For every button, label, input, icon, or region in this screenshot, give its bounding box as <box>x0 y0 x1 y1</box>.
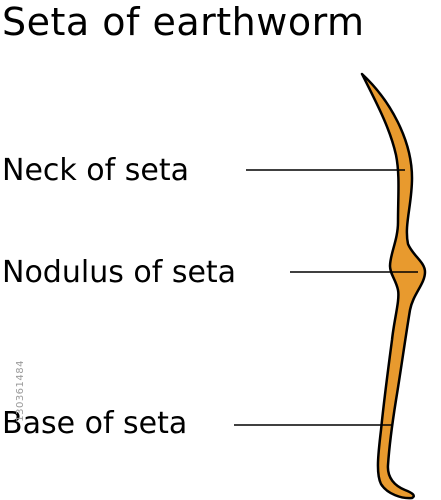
watermark-id: 130361484 <box>15 360 26 422</box>
label-neck-of-seta: Neck of seta <box>2 153 189 188</box>
seta-body <box>360 72 427 500</box>
label-nodulus-of-seta: Nodulus of seta <box>2 255 237 290</box>
label-base-of-seta: Base of seta <box>2 406 188 441</box>
diagram-title: Seta of earthworm <box>2 0 365 44</box>
